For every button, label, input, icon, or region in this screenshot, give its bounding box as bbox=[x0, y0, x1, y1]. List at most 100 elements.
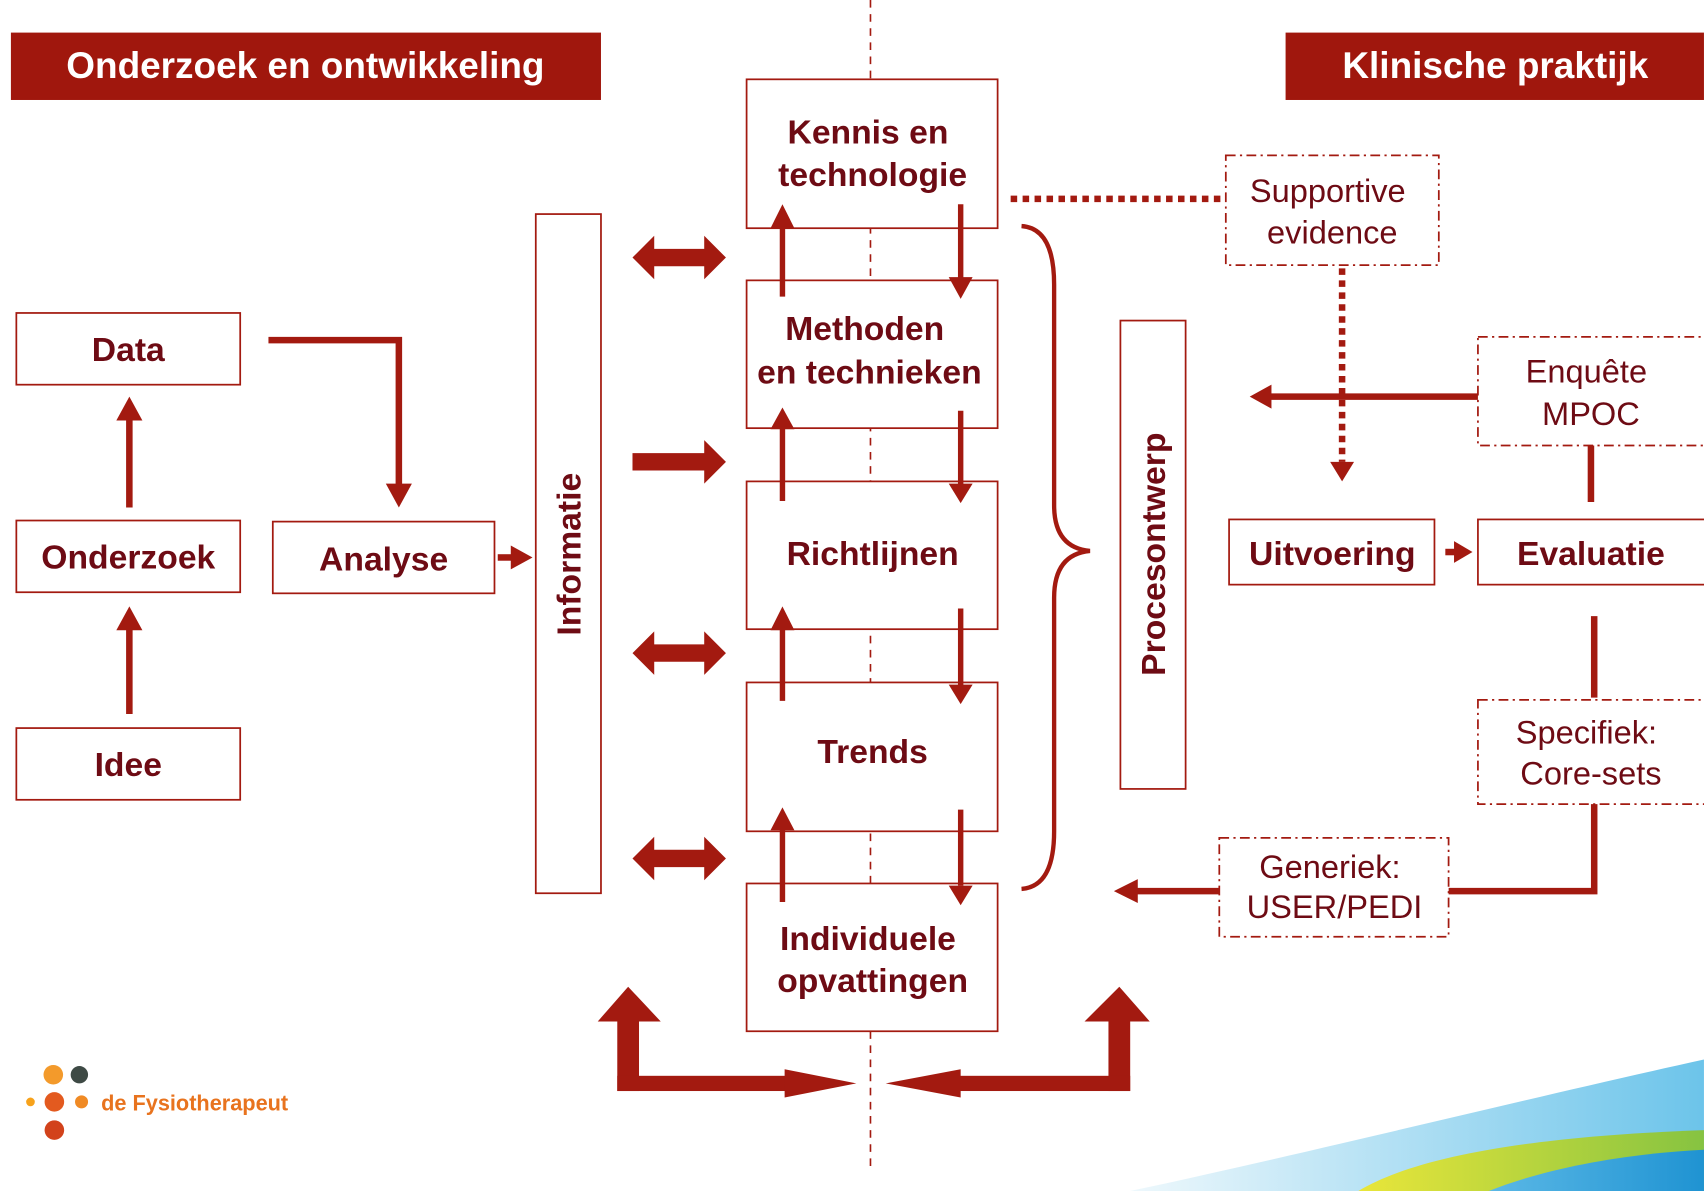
arrow-enquete-left bbox=[1249, 384, 1478, 409]
box-richtlijnen-label: Richtlijnen bbox=[787, 536, 959, 573]
arrow-head bbox=[948, 684, 973, 705]
big-arrow-right bbox=[885, 986, 1150, 1098]
arrow-head bbox=[1454, 541, 1473, 563]
logo-dot-small-left bbox=[26, 1097, 35, 1107]
box-evaluatie: Evaluatie bbox=[1477, 518, 1704, 586]
arrow-generiek-left bbox=[1113, 879, 1220, 904]
box-generiek-label: Generiek: USER/PEDI bbox=[1247, 848, 1423, 925]
curly-brace bbox=[1021, 223, 1091, 892]
arrow-uitvoering-to-evaluatie bbox=[1445, 541, 1473, 563]
big-arrow-left-up-head bbox=[597, 986, 661, 1022]
box-supportive-label: Supportive evidence bbox=[1250, 172, 1415, 250]
box-enquete-line-1: Enquête bbox=[1526, 353, 1647, 390]
box-analyse-label: Analyse bbox=[319, 542, 448, 579]
box-uitvoering: Uitvoering bbox=[1228, 518, 1436, 586]
box-kennis-frame bbox=[745, 78, 999, 230]
arrow-dotted-supportive-down bbox=[1330, 268, 1355, 482]
arrow-head bbox=[1330, 461, 1355, 482]
box-richtlijnen: Richtlijnen bbox=[745, 480, 999, 631]
box-informatie: Informatie bbox=[534, 213, 602, 895]
arrow-head bbox=[948, 277, 973, 299]
arrow-down-trends-to-individuele bbox=[948, 809, 973, 906]
logo-dot-red-middle bbox=[44, 1092, 65, 1112]
box-supportive-frame bbox=[1224, 154, 1440, 267]
box-individuele-line-2: opvattingen bbox=[777, 963, 968, 1000]
box-methoden-line-1: Methoden bbox=[785, 311, 944, 348]
box-analyse: Analyse bbox=[271, 520, 496, 595]
box-generiek-line-2: USER/PEDI bbox=[1247, 888, 1423, 925]
box-specifiek-label: Specifiek: Core-sets bbox=[1516, 713, 1666, 791]
arrow-idee-to-onderzoek bbox=[116, 606, 143, 714]
line-specifiek-to-generiek bbox=[1448, 804, 1598, 895]
box-individuele-opvattingen: Individuele opvattingen bbox=[745, 882, 999, 1033]
box-idee-frame bbox=[15, 727, 242, 801]
box-kennis-technologie: Kennis en technologie bbox=[745, 78, 999, 230]
box-informatie-label: Informatie bbox=[551, 473, 588, 636]
box-uitvoering-label: Uitvoering bbox=[1249, 536, 1416, 573]
box-methoden-line-2: en technieken bbox=[757, 355, 982, 392]
arrow-up-richtlijnen-to-methoden bbox=[770, 407, 795, 501]
logo-dot-red-bottom bbox=[44, 1120, 65, 1140]
box-kennis-line-1: Kennis en bbox=[788, 114, 949, 151]
big-arrow-left-vertical bbox=[617, 1016, 640, 1092]
arrow-head bbox=[1113, 879, 1138, 904]
arrow-head bbox=[948, 885, 973, 906]
box-supportive-line-2: evidence bbox=[1267, 213, 1397, 250]
arrow-to-methoden bbox=[632, 440, 726, 484]
box-generiek-user-pedi: Generiek: USER/PEDI bbox=[1218, 836, 1450, 938]
box-individuele-line-1: Individuele bbox=[780, 921, 956, 958]
big-arrow-right-left-head bbox=[885, 1069, 961, 1098]
arrow-head bbox=[116, 606, 143, 631]
arrow-down-methoden-to-richtlijnen bbox=[948, 410, 973, 504]
box-enquete-mpoc: Enquête MPOC bbox=[1477, 336, 1704, 447]
big-arrow-left bbox=[597, 986, 857, 1098]
arrow-head bbox=[770, 407, 795, 430]
logo-de-fysiotherapeut: de Fysiotherapeut bbox=[26, 1064, 288, 1140]
big-arrow-left-horizontal bbox=[617, 1075, 792, 1092]
box-specifiek-core-sets: Specifiek: Core-sets bbox=[1477, 698, 1704, 806]
header-practice-title: Klinische praktijk bbox=[1342, 45, 1648, 86]
arrow-up-individuele-to-trends bbox=[770, 807, 795, 902]
arrow-analyse-to-informatie bbox=[497, 545, 533, 570]
box-methoden-technieken: Methoden en technieken bbox=[745, 279, 999, 430]
box-generiek-line-1: Generiek: bbox=[1259, 848, 1400, 885]
box-enquete-label: Enquête MPOC bbox=[1526, 353, 1656, 432]
box-onderzoek: Onderzoek bbox=[15, 519, 242, 594]
arrow-up-methoden-to-kennis bbox=[770, 204, 795, 297]
big-arrow-right-vertical bbox=[1108, 1016, 1131, 1092]
box-specifiek-line-1: Specifiek: bbox=[1516, 713, 1657, 750]
box-methoden-frame bbox=[745, 279, 999, 430]
box-trends-frame bbox=[745, 681, 999, 833]
double-arrow-richtlijnen bbox=[632, 631, 726, 675]
box-kennis-line-2: technologie bbox=[778, 157, 967, 194]
box-uitvoering-frame bbox=[1228, 518, 1436, 586]
arrow-down-richtlijnen-to-trends bbox=[948, 608, 973, 705]
arrow-shaft bbox=[268, 336, 403, 486]
box-richtlijnen-frame bbox=[745, 480, 999, 631]
box-informatie-frame bbox=[534, 213, 602, 895]
box-evaluatie-frame bbox=[1477, 518, 1704, 586]
arrow-head bbox=[770, 807, 795, 831]
box-individuele-label: Individuele opvattingen bbox=[777, 921, 968, 1000]
box-generiek-frame bbox=[1218, 836, 1450, 938]
box-analyse-frame bbox=[271, 520, 496, 595]
box-data-label: Data bbox=[92, 332, 165, 369]
box-data: Data bbox=[15, 312, 242, 386]
arrow-down-kennis-to-methoden bbox=[948, 204, 973, 299]
box-procesontwerp-frame bbox=[1119, 319, 1187, 790]
arrow-onderzoek-to-data bbox=[116, 396, 143, 508]
double-arrow-trends bbox=[632, 836, 726, 881]
arrow-head bbox=[770, 606, 795, 631]
arrow-head bbox=[1249, 384, 1272, 409]
arrow-head bbox=[116, 396, 143, 421]
box-onderzoek-label: Onderzoek bbox=[41, 539, 215, 576]
box-kennis-label: Kennis en technologie bbox=[778, 114, 967, 193]
box-evaluatie-label: Evaluatie bbox=[1517, 536, 1665, 573]
arrow-data-to-analyse bbox=[268, 336, 412, 508]
header-practice-bar bbox=[1285, 32, 1704, 100]
box-supportive-line-1: Supportive bbox=[1250, 172, 1406, 209]
header-research-bar bbox=[10, 32, 601, 100]
box-idee-label: Idee bbox=[95, 747, 162, 784]
box-enquete-frame bbox=[1477, 336, 1704, 447]
